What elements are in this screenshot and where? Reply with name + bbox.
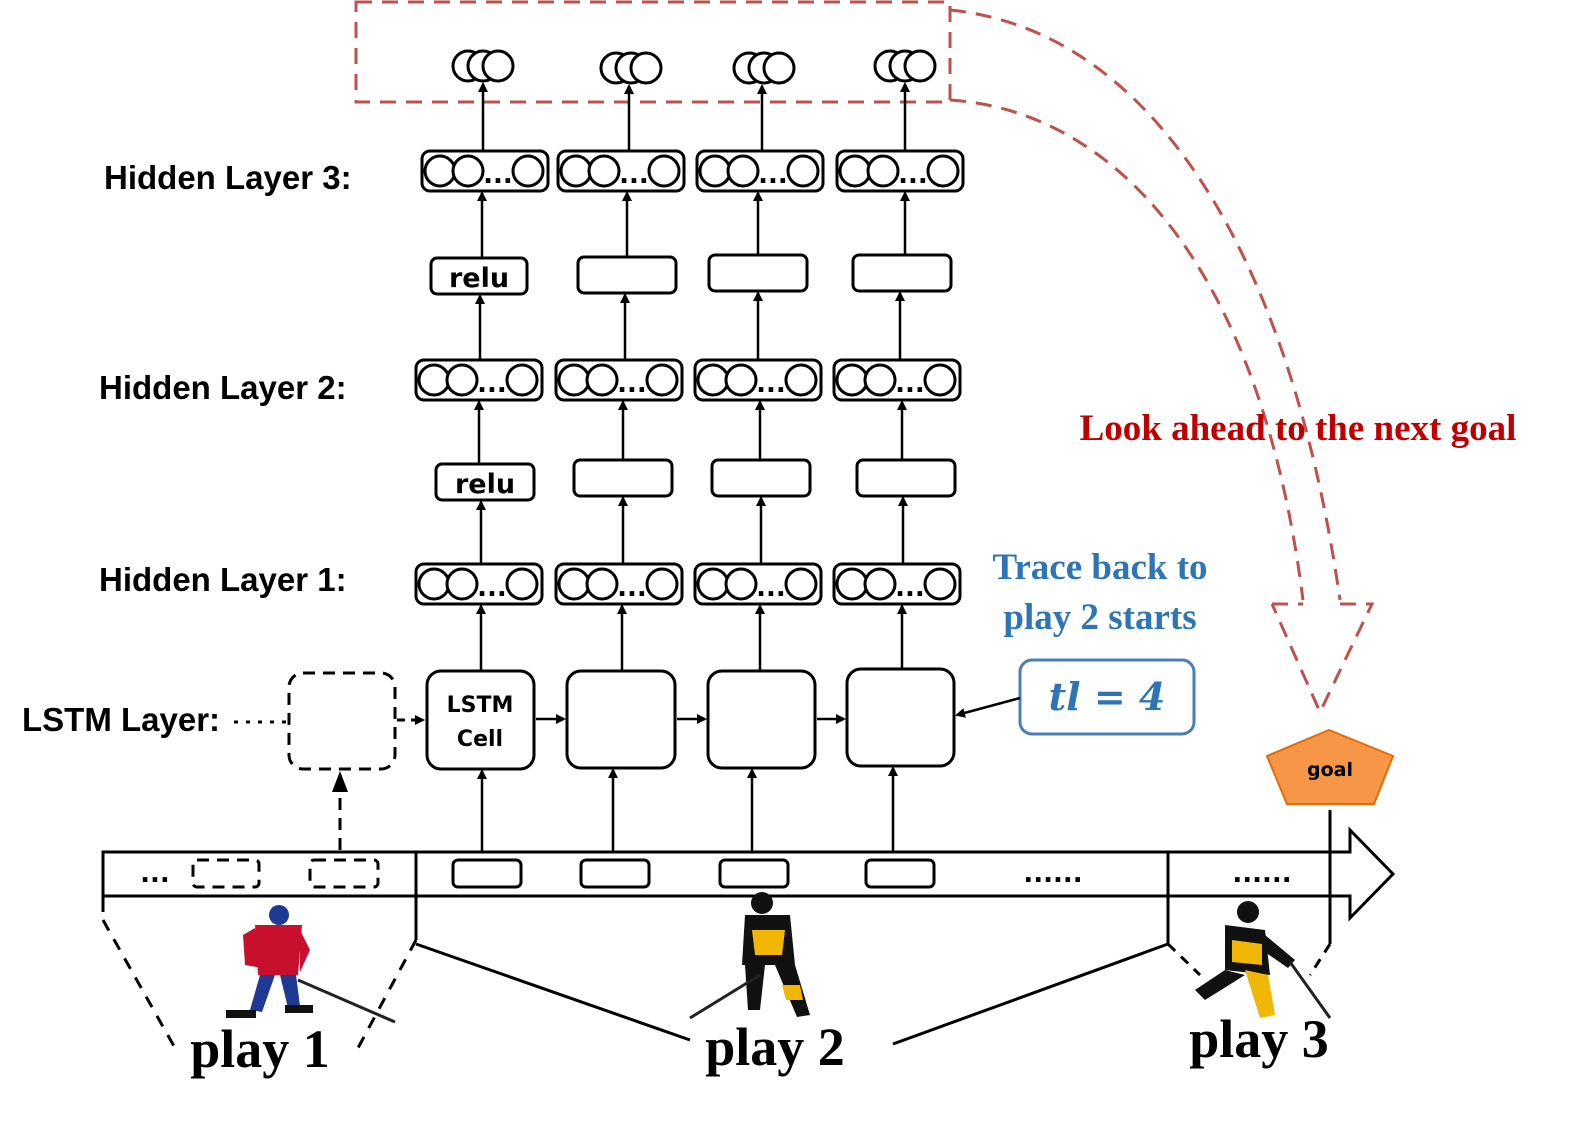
svg-text:...: ... [483, 160, 513, 190]
activation-relu-lower: relu [434, 462, 536, 502]
svg-text:relu: relu [449, 263, 509, 294]
activation-relu-upper: relu [429, 256, 529, 296]
play-brackets [101, 919, 1332, 1049]
hidden3-unit-2: ... [556, 149, 686, 193]
timeline-event-2 [579, 858, 651, 889]
activation-box-upper-4 [851, 253, 953, 293]
svg-text:goal: goal [1307, 759, 1353, 781]
trace-length-box [1018, 658, 1196, 736]
player-3-image [1195, 901, 1332, 1019]
hidden1-unit-3: ... [693, 562, 823, 606]
hidden2-unit-4: ... [832, 358, 962, 402]
svg-text:relu: relu [455, 469, 515, 500]
play-3-label: play 3 [1189, 1009, 1329, 1069]
output-node-group-1 [451, 49, 515, 83]
timeline-event-4 [864, 858, 936, 889]
lstm-cell-3 [706, 669, 817, 770]
output-node-group-3 [732, 51, 796, 85]
activation-box-upper-2 [576, 255, 678, 295]
player-2-image [689, 892, 810, 1020]
lstm-layer-label: LSTM Layer: [22, 701, 220, 738]
look-ahead-arc-outer [949, 8, 1342, 601]
svg-text:...: ... [756, 369, 786, 399]
lstm-cell-2 [565, 669, 677, 770]
timeline-event-3 [718, 858, 790, 889]
svg-text:...: ... [617, 369, 647, 399]
svg-text:...: ... [895, 369, 925, 399]
timeline-arrow [101, 810, 1396, 944]
svg-text:...: ... [895, 573, 925, 603]
trace-length-label: tl = 4 [1049, 674, 1166, 719]
activation-box-lower-2 [572, 458, 674, 498]
look-ahead-arrowhead [1270, 602, 1375, 716]
lstm-recurrent-arrows [234, 696, 1021, 850]
timeline-ellipsis-left: ... [140, 859, 170, 889]
timeline-event-dashed-2 [308, 858, 380, 889]
timeline-event-1 [451, 858, 523, 889]
player-1-image [226, 905, 396, 1024]
svg-text:...: ... [619, 160, 649, 190]
hidden2-unit-3: ... [693, 358, 823, 402]
timeline-ellipsis-mid: ...... [1023, 859, 1082, 889]
play-1-label: play 1 [190, 1019, 330, 1079]
hidden1-unit-4: ... [832, 562, 962, 606]
lstm-cell-1: LSTM Cell [425, 669, 536, 771]
output-frame [354, 0, 952, 104]
hidden1-unit-1: ... [414, 562, 544, 606]
svg-text:...: ... [617, 573, 647, 603]
svg-text:...: ... [898, 160, 928, 190]
vertical-arrows [474, 82, 910, 851]
hidden-layer-1-label: Hidden Layer 1: [99, 561, 347, 598]
svg-text:Cell: Cell [457, 727, 503, 752]
look-ahead-label: Look ahead to the next goal [1080, 408, 1517, 449]
hidden3-unit-1: ... [420, 149, 550, 193]
hidden3-unit-3: ... [695, 149, 825, 193]
output-node-group-2 [599, 51, 663, 85]
lstm-cell-4 [845, 667, 956, 768]
hidden-layer-2-label: Hidden Layer 2: [99, 369, 347, 406]
hidden2-unit-1: ... [414, 358, 544, 402]
hidden-layer-3-label: Hidden Layer 3: [104, 159, 352, 196]
svg-text:...: ... [477, 369, 507, 399]
trace-back-label-line2: play 2 starts [1003, 597, 1196, 638]
output-node-group-4 [873, 49, 937, 83]
hidden2-unit-2: ... [554, 358, 684, 402]
timeline-ellipsis-right: ...... [1232, 859, 1291, 889]
lstm-cell-previous [287, 671, 397, 771]
goal-marker: goal [1265, 728, 1395, 805]
activation-box-lower-4 [855, 458, 957, 498]
timeline-event-dashed-1 [191, 858, 261, 889]
trace-back-label-line1: Trace back to [992, 547, 1207, 588]
hidden3-unit-4: ... [835, 149, 965, 193]
hidden1-unit-2: ... [554, 562, 684, 606]
activation-box-upper-3 [707, 253, 809, 293]
activation-box-lower-3 [710, 458, 812, 498]
svg-text:LSTM: LSTM [447, 693, 514, 718]
svg-text:...: ... [758, 160, 788, 190]
play-2-label: play 2 [705, 1017, 845, 1077]
look-ahead-arc-inner [949, 98, 1305, 601]
svg-text:...: ... [477, 573, 507, 603]
svg-text:...: ... [756, 573, 786, 603]
